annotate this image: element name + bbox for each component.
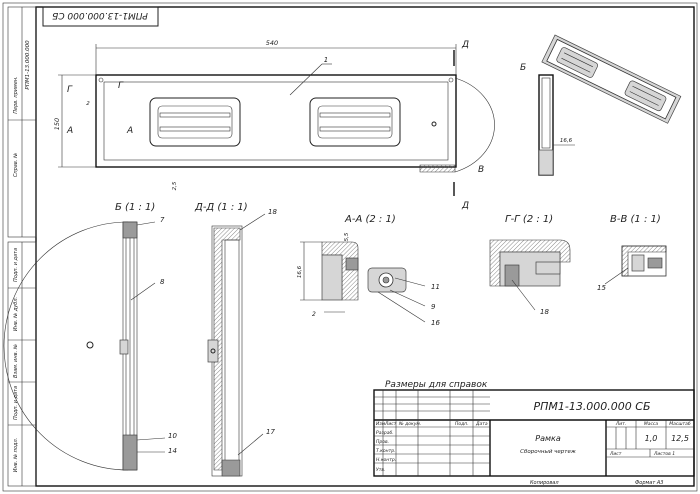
row-tkontr: Т.контр. — [376, 448, 396, 454]
mass-header: Масса — [644, 421, 659, 427]
col-list: Лист — [384, 421, 397, 427]
doc-type: Сборочный чертеж — [520, 449, 576, 455]
col-doc: № докум. — [398, 421, 421, 427]
aa-dim-width: 2 — [312, 311, 316, 318]
section-g-view: Г-Г (2 : 1) 18 — [489, 214, 571, 316]
aa-dim-height: 16,6 — [297, 265, 303, 278]
leader-14: 14 — [168, 447, 177, 455]
leader-16: 16 — [431, 319, 440, 327]
col-sign: Подп. — [455, 421, 469, 427]
scale-value: 12,5 — [671, 434, 689, 443]
leader-17: 17 — [266, 428, 275, 436]
leader-18a: 18 — [268, 208, 277, 216]
dim-left: 2 — [86, 101, 90, 107]
slot-window-left — [149, 97, 241, 147]
side-dim: 16,6 — [560, 138, 573, 144]
section-a-title: А-А (2 : 1) — [344, 214, 396, 225]
reference-note: Размеры для справок — [385, 380, 488, 390]
row-prov: Пров. — [376, 439, 389, 445]
mark-g-left: Г — [67, 85, 73, 95]
dupl-label: Инв. № дубл. — [13, 297, 19, 331]
inv-inst-label: Взам. инв. № — [13, 344, 19, 378]
col-date: Дата — [475, 421, 488, 427]
row-utv: Утв. — [376, 467, 385, 473]
sub-sign-label: Подп. и дата — [13, 248, 19, 282]
dim-bottom: 2,5 — [172, 181, 178, 190]
leader-15: 15 — [597, 284, 606, 292]
mark-a-right: А — [126, 126, 133, 136]
aa-dim-top: 5,5 — [344, 232, 350, 241]
doc-code: РПМ1-13.000.000 СБ — [533, 400, 650, 413]
slot-window-right — [309, 97, 401, 147]
leader-11: 11 — [431, 283, 440, 291]
section-v-view: В-В (1 : 1) 15 — [597, 214, 667, 292]
frame-outline — [95, 74, 457, 168]
scale-header: Масштаб — [669, 421, 691, 427]
section-b-title: Б (1 : 1) — [115, 202, 155, 213]
top-stamp: РПМ1-13.000.000 СБ — [42, 6, 159, 27]
part-name: Рамка — [535, 434, 561, 443]
sheets-label: Листов 1 — [653, 451, 675, 457]
detail-mark-b: Б — [520, 63, 526, 73]
mark-v: В — [478, 165, 484, 175]
mark-a-left: А — [66, 126, 73, 136]
section-d-view: Д-Д (1 : 1) 18 17 — [194, 202, 277, 477]
ref-number-label: Справ. № — [13, 153, 19, 177]
leader-9: 9 — [431, 303, 436, 311]
lit-header: Лит. — [615, 421, 626, 427]
leader-10: 10 — [168, 432, 177, 440]
row-razrab: Разраб. — [376, 430, 394, 436]
col-izm: Изм — [376, 421, 386, 427]
section-d-title: Д-Д (1 : 1) — [194, 202, 248, 213]
leader-18b: 18 — [540, 308, 549, 316]
left-strip: Перв. примен. РПМ1-13.000.000 Справ. № П… — [7, 6, 37, 487]
leader-8: 8 — [160, 278, 165, 286]
side-view: 16,6 — [538, 74, 575, 176]
sign-date-label: Подп. и дата — [13, 386, 19, 420]
first-use-label: Перв. примен. — [13, 76, 19, 114]
inv-orig-label: Инв. № подл. — [13, 438, 19, 473]
first-use-code: РПМ1-13.000.000 — [25, 40, 31, 90]
sheet-label: Лист — [609, 451, 622, 457]
format-label: Формат А3 — [635, 480, 663, 486]
copied-label: Копировал — [530, 480, 559, 486]
leader-7: 7 — [160, 216, 165, 224]
leader-1: 1 — [324, 56, 328, 64]
mass-value: 1,0 — [645, 434, 658, 443]
top-stamp-code: РПМ1-13.000.000 СБ — [52, 10, 148, 20]
detail-circle-b — [454, 77, 495, 173]
section-g-title: Г-Г (2 : 1) — [505, 214, 553, 225]
section-a-view: 16,6 5,5 2 А-А (2 : 1) 11 9 16 — [297, 214, 440, 327]
section-b-view: Б (1 : 1) 7 8 10 14 — [3, 202, 177, 471]
main-view: 540 150 2,5 2 1 Г Г А А Д Д В Б — [53, 39, 526, 211]
dim-width: 540 — [266, 39, 278, 47]
mark-d-top: Д — [461, 40, 469, 50]
dim-height: 150 — [53, 118, 61, 130]
mark-d-bottom: Д — [461, 201, 469, 211]
isometric-view — [541, 34, 682, 124]
title-block: Изм Лист № докум. Подп. Дата Разраб. Про… — [373, 389, 695, 486]
section-v-title: В-В (1 : 1) — [610, 214, 661, 225]
mark-g-right: Г — [118, 81, 124, 91]
row-nkontr: Н.контр. — [376, 457, 396, 463]
